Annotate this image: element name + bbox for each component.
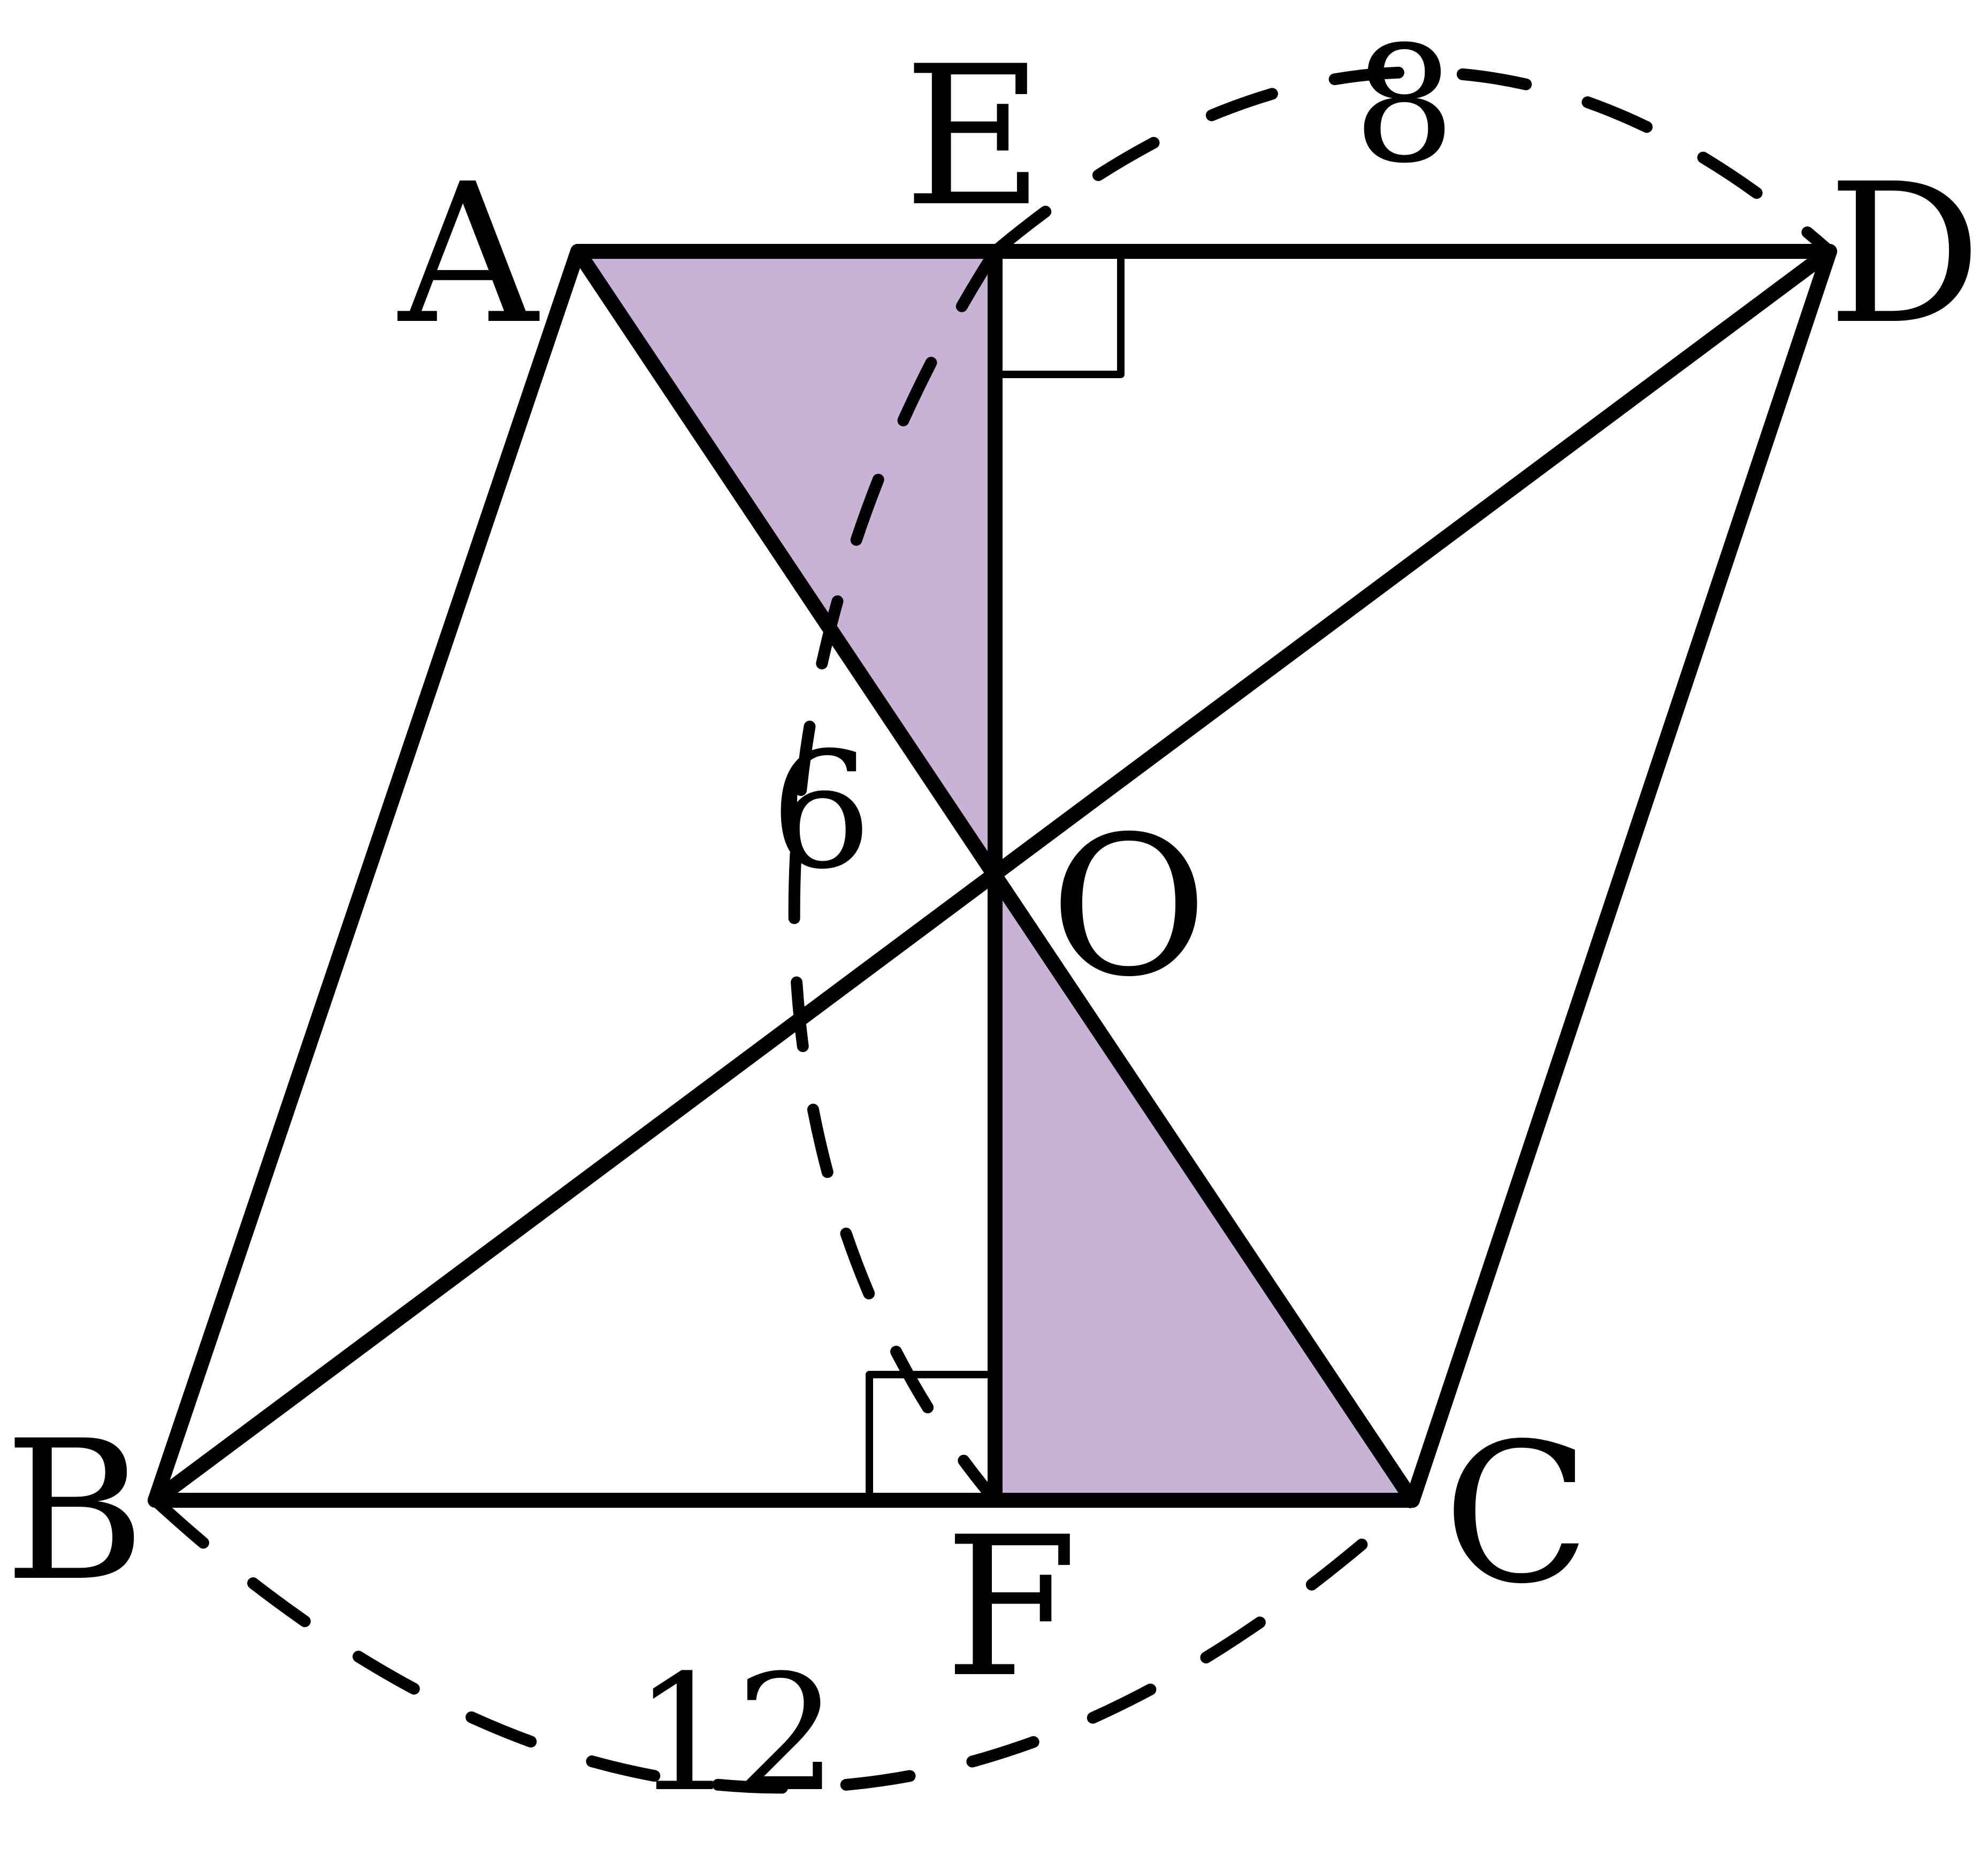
dashed-arc-ed	[989, 66, 1836, 257]
right-angle-mark-f	[866, 1371, 999, 1504]
label-o: O	[1050, 795, 1207, 1019]
label-e: E	[904, 25, 1044, 249]
measure-ed: 8	[1354, 12, 1456, 198]
label-f: F	[944, 1495, 1078, 1720]
dashed-arc-ef	[788, 245, 1001, 1506]
label-c: C	[1443, 1402, 1590, 1626]
measure-bc: 12	[633, 1640, 838, 1827]
label-b: B	[4, 1399, 146, 1623]
dashed-arc-bc	[149, 1494, 1418, 1794]
label-a: A	[395, 142, 540, 366]
label-d: D	[1828, 142, 1982, 366]
right-angle-mark-e	[991, 248, 1125, 378]
measure-ef: 6	[770, 718, 873, 904]
